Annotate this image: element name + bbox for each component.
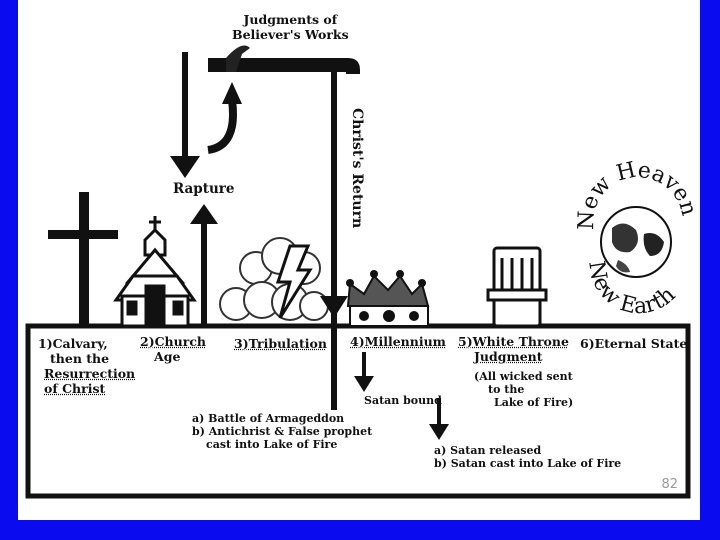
judgments-label-line-2: Believer's Works bbox=[232, 27, 349, 42]
page-number: 82 bbox=[661, 477, 678, 492]
stage-millennium: 4)Millennium bbox=[350, 334, 446, 349]
stage-church: 2)Church Age bbox=[140, 334, 206, 364]
globe-icon bbox=[600, 206, 672, 278]
stage-white-throne: 5)White Throne Judgment bbox=[458, 334, 569, 364]
judgments-label: Judgments of Believer's Works bbox=[232, 12, 349, 42]
stage-tribulation: 3)Tribulation bbox=[234, 336, 327, 351]
armageddon-line-2: b) Antichrist & False prophet bbox=[192, 425, 373, 438]
armageddon-note: a) Battle of Armageddon b) Antichrist & … bbox=[192, 412, 372, 451]
wicked-note-line-3: Lake of Fire) bbox=[494, 396, 574, 409]
christs-return-arrow bbox=[320, 70, 348, 410]
christs-return-label: Christ's Return bbox=[349, 108, 365, 229]
stage-calvary-line-4: of Christ bbox=[44, 381, 106, 396]
armageddon-line-3: cast into Lake of Fire bbox=[206, 438, 338, 451]
satan-released-line-1: a) Satan released bbox=[434, 444, 542, 457]
satan-released-arrow bbox=[429, 398, 449, 440]
stage-church-line-2: Age bbox=[154, 349, 181, 364]
slide: New Heavens New Earth Judgments of Belie… bbox=[18, 0, 700, 520]
satan-released-line-2: b) Satan cast into Lake of Fire bbox=[434, 457, 622, 470]
up-curve-arrowhead bbox=[222, 82, 242, 104]
church-icon bbox=[113, 216, 197, 328]
wicked-note-line-1: (All wicked sent bbox=[474, 370, 573, 383]
judgments-label-line-1: Judgments of bbox=[243, 12, 338, 27]
judgments-arrow bbox=[208, 45, 360, 74]
stage-eternal-state: 6)Eternal State bbox=[580, 336, 688, 351]
cross-icon bbox=[48, 192, 118, 326]
satan-released-note: a) Satan released b) Satan cast into Lak… bbox=[434, 444, 621, 470]
stage-white-throne-line-1: 5)White Throne bbox=[458, 334, 569, 349]
rapture-down-arrow bbox=[170, 52, 200, 178]
church-up-arrow bbox=[190, 204, 218, 326]
wicked-note: (All wicked sent to the Lake of Fire) bbox=[474, 370, 573, 409]
throne-icon bbox=[486, 246, 548, 328]
crown-icon bbox=[346, 270, 430, 327]
armageddon-line-1: a) Battle of Armageddon bbox=[192, 412, 345, 425]
stage-calvary-line-2: then the bbox=[50, 351, 110, 366]
satan-bound-label: Satan bound bbox=[364, 394, 442, 407]
stage-calvary: 1)Calvary, then the Resurrection of Chri… bbox=[38, 336, 135, 396]
storm-cloud-icon bbox=[219, 237, 329, 321]
stage-calvary-line-3: Resurrection bbox=[44, 366, 136, 381]
timeline-diagram: New Heavens New Earth bbox=[18, 0, 700, 499]
satan-bound-arrow bbox=[354, 352, 374, 392]
stage-calvary-line-1: 1)Calvary, bbox=[38, 336, 108, 351]
rapture-label: Rapture bbox=[173, 181, 235, 197]
rapture-up-curve-arrow bbox=[207, 99, 237, 154]
stage-church-line-1: 2)Church bbox=[140, 334, 207, 349]
stage-white-throne-line-2: Judgment bbox=[474, 349, 543, 364]
wicked-note-line-2: to the bbox=[488, 383, 525, 396]
